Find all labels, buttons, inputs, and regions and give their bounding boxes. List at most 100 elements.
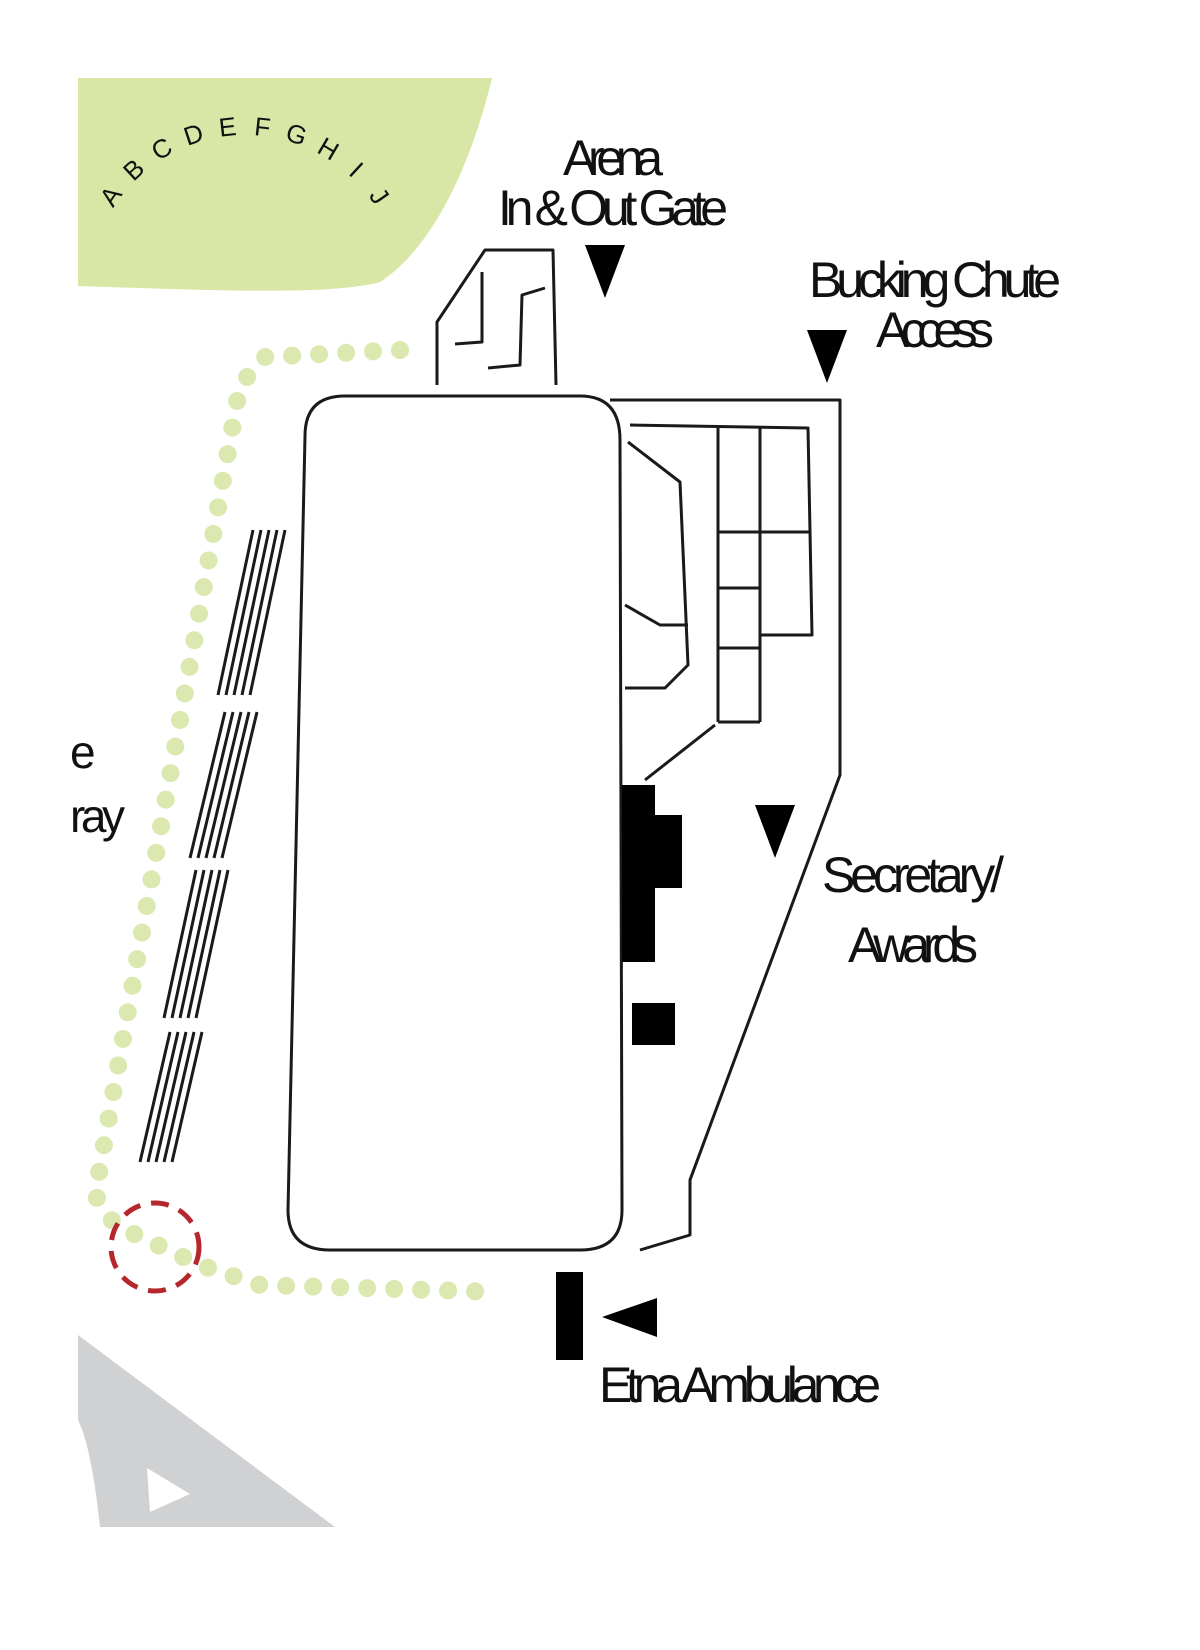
lot-letter: F xyxy=(253,111,272,143)
bleacher-row xyxy=(240,529,279,696)
partial-label: ray xyxy=(70,790,125,842)
path-dot xyxy=(198,1258,217,1277)
path-dot xyxy=(156,790,175,809)
path-dot xyxy=(218,445,237,464)
path-dot xyxy=(250,1275,269,1294)
path-dot xyxy=(385,1279,404,1298)
chute-boundary xyxy=(610,398,842,1252)
road-arrow-icon xyxy=(147,1468,190,1512)
bleacher-row xyxy=(146,1031,180,1163)
bleacher-row xyxy=(186,869,222,1019)
bucking-chute-label: Bucking Chute xyxy=(809,252,1061,308)
bleacher-row xyxy=(248,529,287,696)
bleacher-row xyxy=(170,1031,204,1163)
path-dot xyxy=(331,1278,350,1297)
partial-label: e xyxy=(70,726,96,778)
bleacher-row xyxy=(162,869,198,1019)
path-dot xyxy=(391,341,409,359)
path-dot xyxy=(209,498,228,517)
gate-arrow-icon xyxy=(585,245,625,298)
bleacher-row xyxy=(162,1031,196,1163)
path-dot xyxy=(104,1083,123,1102)
ambulance-label: Etna Ambulance xyxy=(599,1357,881,1413)
path-dot xyxy=(137,897,156,915)
bleacher-row xyxy=(188,711,227,859)
gate-pen xyxy=(454,272,484,346)
path-dot xyxy=(466,1282,485,1301)
parking-lot-area xyxy=(78,78,492,291)
chute-arrow-icon xyxy=(807,330,847,383)
bleacher-row xyxy=(194,869,230,1019)
path-dot xyxy=(180,657,199,676)
path-dot xyxy=(113,1029,132,1048)
bleacher-row xyxy=(196,711,235,859)
path-dot xyxy=(337,343,356,362)
path-dot xyxy=(204,524,223,543)
path-dot xyxy=(190,604,209,623)
path-dot xyxy=(132,923,151,942)
path-dot xyxy=(412,1280,431,1299)
path-dot xyxy=(228,392,247,411)
path-dot xyxy=(364,342,383,361)
secretary-arrow-icon xyxy=(755,805,795,858)
buildings xyxy=(556,785,682,1360)
path-dot xyxy=(310,345,329,364)
path-dot xyxy=(90,1162,109,1181)
path-dot xyxy=(161,764,180,783)
bleachers xyxy=(138,529,287,1163)
path-dot xyxy=(277,1276,296,1295)
path-dot xyxy=(256,347,275,366)
path-dot xyxy=(439,1281,458,1300)
bleacher-row xyxy=(170,869,206,1019)
walking-path xyxy=(87,341,485,1301)
gate-structure xyxy=(435,248,558,386)
lot-letter: E xyxy=(217,111,237,143)
path-dot xyxy=(199,551,218,570)
chute-pens xyxy=(624,428,810,782)
bleacher-row xyxy=(212,711,251,859)
location-marker xyxy=(108,1200,202,1294)
path-dot xyxy=(123,976,142,995)
path-dot xyxy=(194,578,213,597)
awards-label: Awards xyxy=(848,917,978,973)
bleacher-row xyxy=(154,1031,188,1163)
path-dot xyxy=(171,710,190,729)
path-dot xyxy=(125,1225,144,1244)
path-dot xyxy=(118,1003,137,1022)
chute-lane xyxy=(629,423,814,637)
path-dot xyxy=(358,1279,377,1298)
path-dot xyxy=(175,684,194,703)
path-dot xyxy=(283,346,302,365)
arena-gate-label: Arena xyxy=(563,130,663,186)
path-dot xyxy=(174,1248,193,1267)
path-dot xyxy=(224,1267,243,1286)
bleacher-row xyxy=(224,529,263,696)
path-dot xyxy=(213,471,232,490)
bleacher-row xyxy=(178,869,214,1019)
ambulance-arrow-icon xyxy=(602,1298,657,1337)
path-dot xyxy=(238,368,257,387)
road xyxy=(78,1335,335,1527)
bucking-chute-label: Access xyxy=(876,302,994,358)
path-dot xyxy=(94,1136,113,1155)
path-dot xyxy=(152,817,171,836)
path-dot xyxy=(147,843,166,862)
bleacher-row xyxy=(216,529,255,696)
path-dot xyxy=(185,631,204,650)
path-dot xyxy=(304,1277,323,1296)
bleacher-row xyxy=(138,1031,172,1163)
path-dot xyxy=(223,418,242,437)
path-dot xyxy=(87,1188,106,1207)
path-dot xyxy=(149,1236,168,1255)
path-dot xyxy=(99,1109,118,1128)
path-dot xyxy=(109,1056,128,1075)
path-dot xyxy=(142,870,161,889)
secretary-label: Secretary/ xyxy=(822,847,1004,903)
bleacher-row xyxy=(220,711,259,859)
path-dot xyxy=(166,737,185,756)
gate-pen xyxy=(487,286,546,370)
arena xyxy=(286,394,624,1252)
path-dot xyxy=(128,950,147,969)
bleacher-row xyxy=(204,711,243,859)
